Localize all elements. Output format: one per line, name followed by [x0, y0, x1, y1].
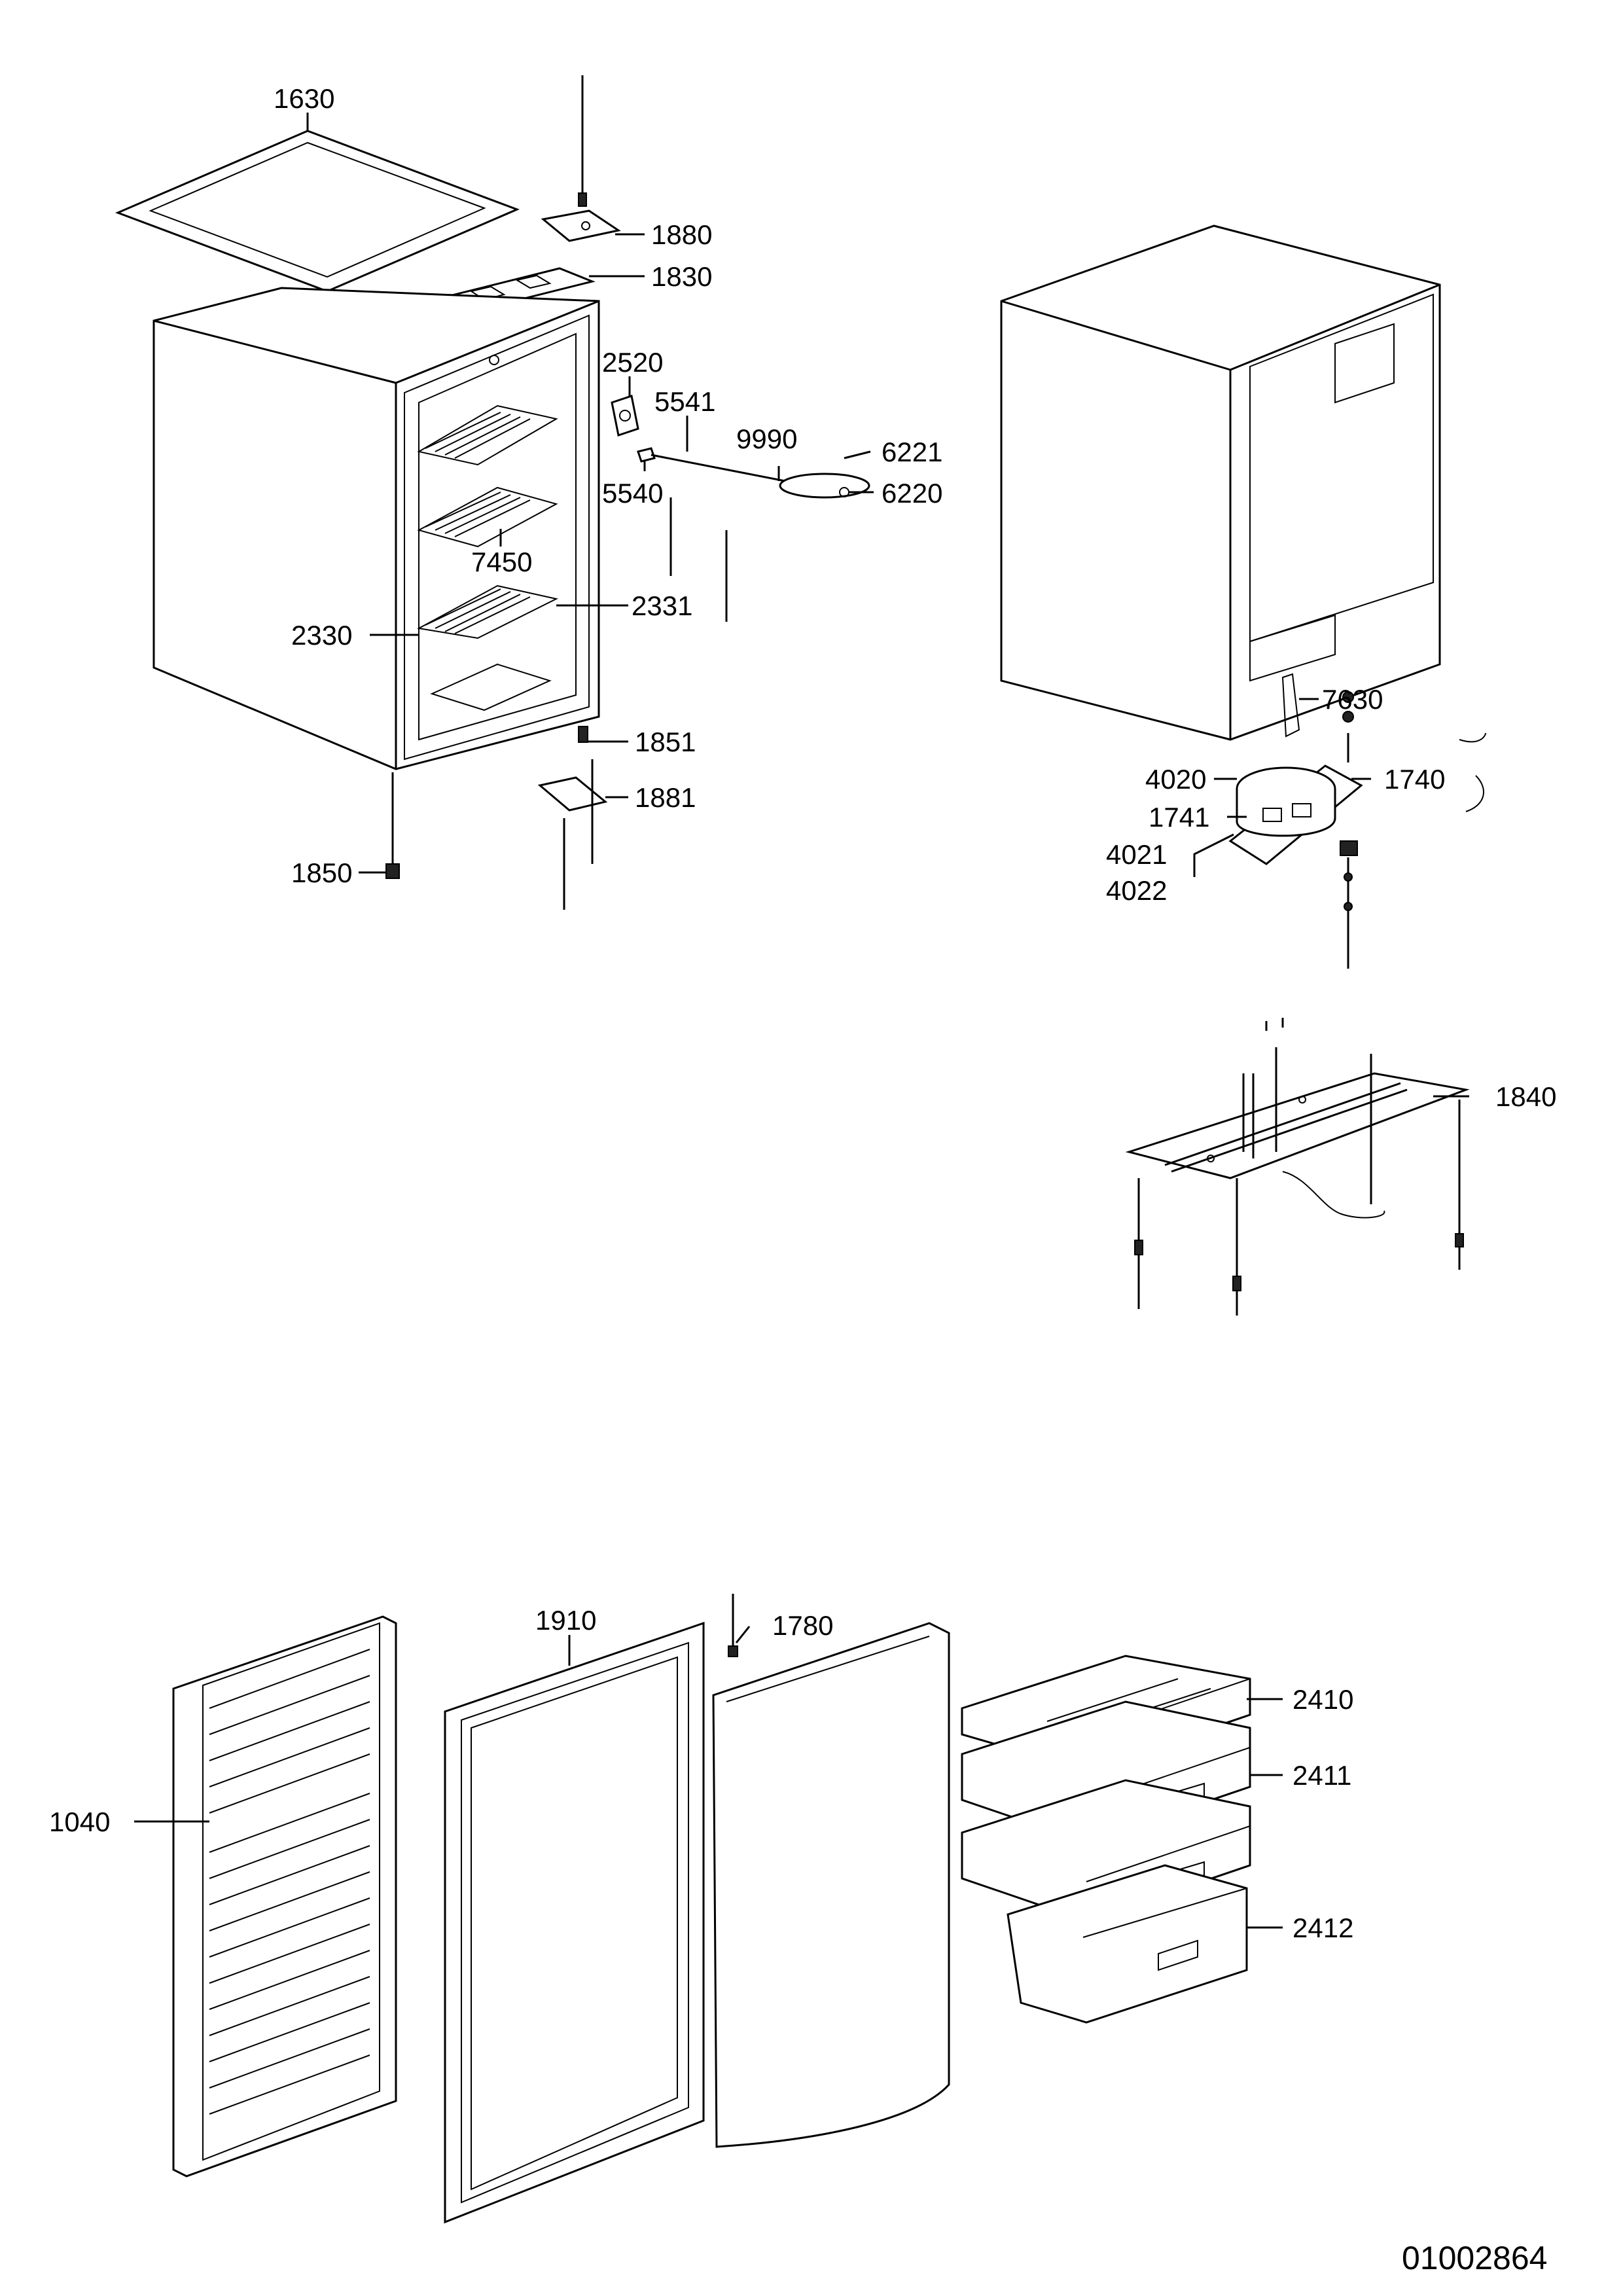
cable-9990: [637, 447, 870, 622]
part-labels: 1630 1880 1830 2520 5541 9990 6221 6220 …: [49, 83, 1556, 2276]
label-1880: 1880: [651, 219, 712, 250]
leader-lines: [134, 113, 1469, 1929]
label-2331: 2331: [632, 590, 692, 621]
label-4022: 4022: [1106, 875, 1167, 906]
label-2411: 2411: [1293, 1760, 1351, 1791]
label-4020: 4020: [1145, 764, 1206, 795]
label-2410: 2410: [1293, 1684, 1353, 1715]
wire-shelf-7450: [416, 404, 558, 639]
cabinet-rear-assembly: [1000, 224, 1486, 969]
label-1881: 1881: [635, 782, 696, 813]
bottom-hinge-1881: [537, 726, 608, 910]
label-7630: 7630: [1322, 684, 1383, 715]
label-1830: 1830: [651, 261, 712, 292]
thermostat-2520: [611, 395, 639, 437]
door-inner-1780: [712, 1594, 950, 2148]
top-hinge-1880: [541, 75, 621, 242]
label-1840: 1840: [1495, 1081, 1556, 1112]
label-2330: 2330: [291, 620, 352, 651]
label-1741: 1741: [1149, 802, 1209, 833]
label-1780: 1780: [772, 1610, 833, 1641]
label-1851: 1851: [635, 726, 696, 757]
label-1740: 1740: [1384, 764, 1445, 795]
door-outer-1040: [172, 1615, 397, 2178]
cabinet-front-assembly: [115, 75, 870, 910]
label-2520: 2520: [602, 347, 663, 378]
drawers-2410-2412: [961, 1655, 1251, 2024]
label-7450: 7450: [471, 547, 532, 577]
door-gasket-1910: [444, 1621, 705, 2224]
label-2412: 2412: [1293, 1912, 1353, 1943]
label-6220: 6220: [882, 478, 942, 509]
top-cover-1630: [115, 130, 520, 293]
label-1850: 1850: [291, 857, 352, 888]
cabinet-body: [152, 287, 600, 770]
capacitor-7630: [1281, 673, 1300, 738]
drawer-2412: [1007, 1864, 1248, 2024]
label-1630: 1630: [274, 83, 334, 114]
label-4021: 4021: [1106, 839, 1167, 870]
base-plate-1840: [1125, 1018, 1470, 1316]
label-6221: 6221: [882, 437, 942, 467]
label-9990: 9990: [736, 423, 797, 454]
label-1040: 1040: [49, 1806, 110, 1837]
label-1910: 1910: [535, 1605, 596, 1636]
label-5541: 5541: [654, 386, 715, 417]
grommet-1740: [1340, 691, 1486, 969]
compressor-4020: [1228, 764, 1363, 865]
document-number: 01002864: [1402, 2240, 1547, 2276]
foot-1850: [385, 772, 400, 879]
label-5540: 5540: [602, 478, 663, 509]
